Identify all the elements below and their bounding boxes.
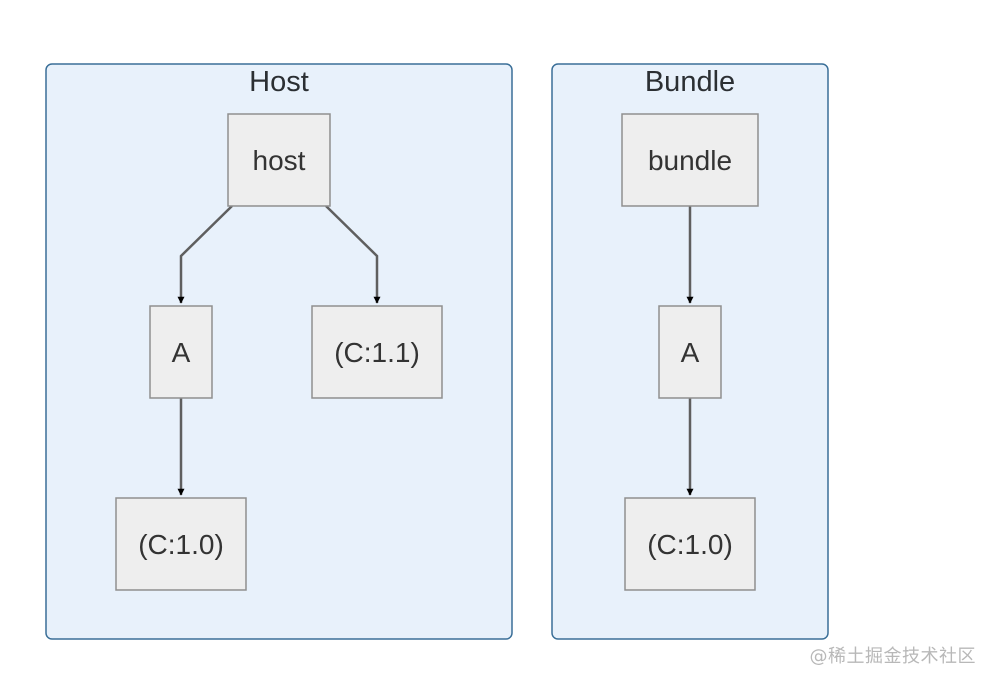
node-host-c11: (C:1.1): [311, 305, 443, 399]
group-bundle: Bundle bundle A (C:1.0): [551, 63, 829, 640]
node-bundle-a: A: [658, 305, 722, 399]
group-bundle-title: Bundle: [645, 66, 735, 98]
node-host-a-box: [149, 305, 213, 399]
edge-host-to-a: [177, 205, 233, 304]
node-host-c10-label: (C:1.0): [138, 529, 224, 560]
node-host-c10: (C:1.0): [115, 497, 247, 591]
node-host-c11-label: (C:1.1): [334, 337, 420, 368]
group-host-box: [45, 63, 513, 640]
node-host-c10-box: [115, 497, 247, 591]
node-bundle-c10: (C:1.0): [624, 497, 756, 591]
node-bundle-c10-label: (C:1.0): [647, 529, 733, 560]
node-bundle-box: [621, 113, 759, 207]
node-host: host: [227, 113, 331, 207]
node-host-label: host: [253, 145, 306, 176]
node-host-box: [227, 113, 331, 207]
node-bundle-a-box: [658, 305, 722, 399]
group-host-title: Host: [249, 66, 309, 98]
watermark-text: @稀土掘金技术社区: [809, 646, 976, 667]
node-host-a: A: [149, 305, 213, 399]
node-bundle-a-label: A: [681, 337, 700, 368]
edge-host-to-c11: [325, 205, 381, 304]
group-host: Host host A (C:1.1) (C:1.0): [45, 63, 513, 640]
node-host-c11-box: [311, 305, 443, 399]
node-bundle-c10-box: [624, 497, 756, 591]
node-bundle: bundle: [621, 113, 759, 207]
node-bundle-label: bundle: [648, 145, 732, 176]
node-host-a-label: A: [172, 337, 191, 368]
